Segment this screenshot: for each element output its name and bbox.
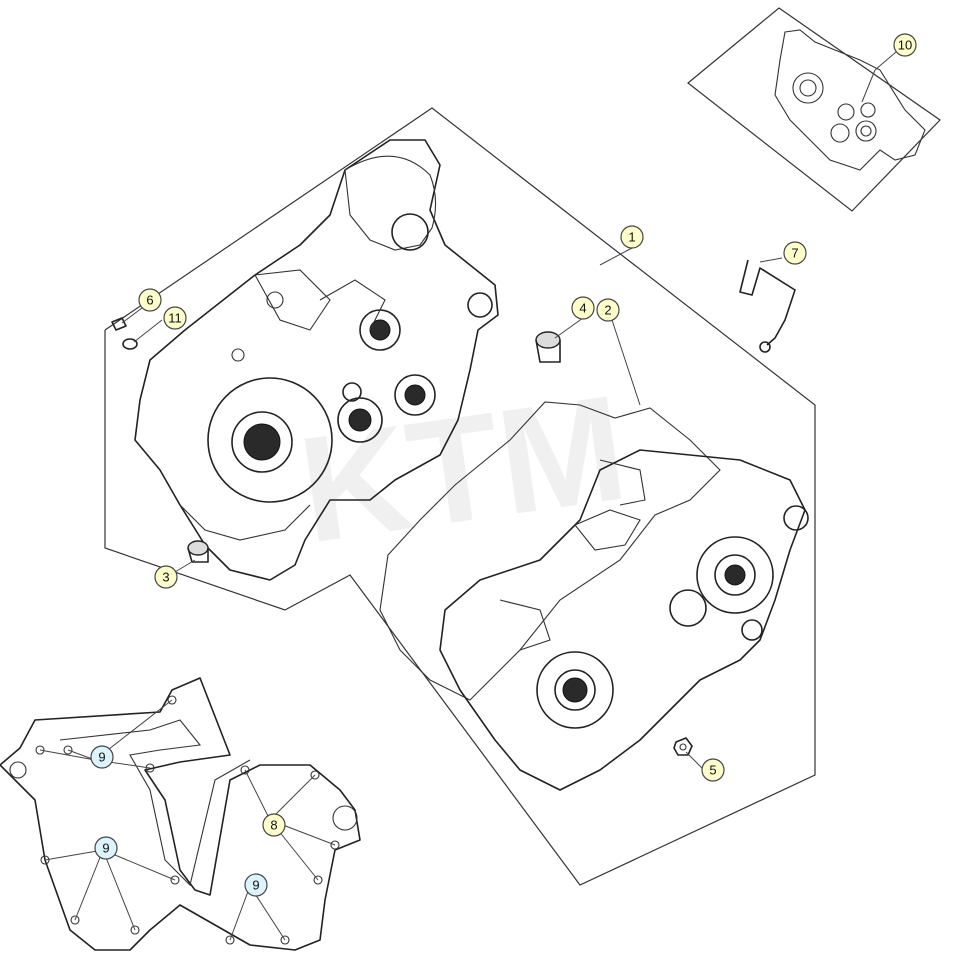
- svg-text:8: 8: [270, 818, 277, 833]
- callout-3[interactable]: 3: [154, 565, 178, 589]
- svg-text:1: 1: [628, 230, 635, 245]
- svg-text:10: 10: [898, 38, 912, 53]
- right-crankcase-half: [379, 401, 809, 791]
- callout-2[interactable]: 2: [596, 298, 620, 322]
- callout-5[interactable]: 5: [701, 758, 725, 782]
- callout-11[interactable]: 11: [163, 306, 187, 330]
- callout-1[interactable]: 1: [620, 225, 644, 249]
- svg-text:9: 9: [252, 878, 259, 893]
- callout-9-middle[interactable]: 9: [94, 836, 118, 860]
- watermark: KTM: [290, 363, 635, 575]
- bushing-4: [535, 331, 561, 363]
- nut-5: [673, 737, 693, 756]
- gasket-bolt-holes: [35, 695, 340, 945]
- callout-10[interactable]: 10: [893, 33, 917, 57]
- svg-text:11: 11: [168, 311, 182, 326]
- wire-clip-7: [739, 259, 796, 353]
- svg-text:5: 5: [709, 763, 716, 778]
- gasket-kit-sheet: [687, 7, 941, 212]
- svg-text:9: 9: [102, 841, 109, 856]
- screw-and-washer: [111, 317, 138, 350]
- callout-8[interactable]: 8: [262, 813, 286, 837]
- callout-6[interactable]: 6: [138, 288, 162, 312]
- svg-text:7: 7: [791, 246, 798, 261]
- callout-4[interactable]: 4: [571, 296, 595, 320]
- svg-text:4: 4: [579, 301, 586, 316]
- callout-9-bottom[interactable]: 9: [244, 873, 268, 897]
- svg-text:6: 6: [146, 293, 153, 308]
- callout-7[interactable]: 7: [783, 241, 807, 265]
- callout-9-top[interactable]: 9: [90, 745, 114, 769]
- crankcase-gasket-8: [0, 677, 361, 951]
- svg-text:3: 3: [162, 570, 169, 585]
- svg-text:9: 9: [98, 750, 105, 765]
- svg-text:2: 2: [604, 303, 611, 318]
- dowel-sleeve-3: [187, 540, 209, 563]
